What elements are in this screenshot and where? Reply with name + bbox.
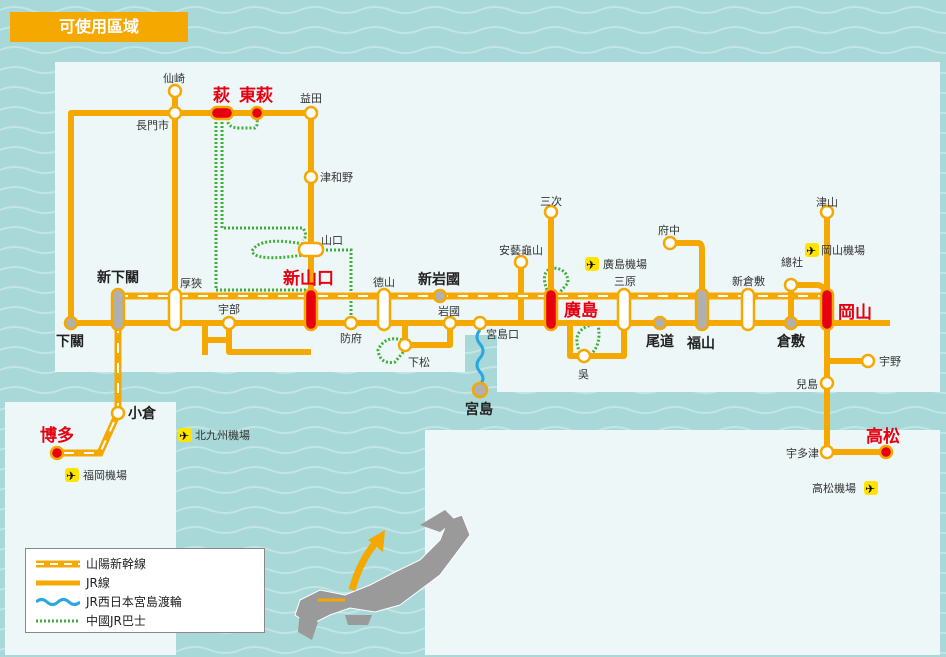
station-label: 津和野 <box>320 171 353 184</box>
station-label: 倉敷 <box>776 333 806 350</box>
station-marker-shin-iwakuni <box>432 288 448 304</box>
station-label: 德山 <box>373 275 395 289</box>
airport-okayama: ✈ 岡山機場 <box>805 243 865 258</box>
airplane-icon: ✈ <box>179 429 189 443</box>
airplane-icon: ✈ <box>806 244 816 258</box>
station-marker-tokuyama <box>376 287 392 332</box>
legend-item-ferry: JR西日本宮島渡輪 <box>36 593 264 610</box>
page-title: 可使用區域 <box>10 12 188 42</box>
station-label: 益田 <box>300 91 322 105</box>
station-label: 山口 <box>321 234 343 247</box>
airplane-icon: ✈ <box>66 469 76 483</box>
airplane-icon: ✈ <box>586 258 596 272</box>
miyajima-ferry-line <box>475 329 485 386</box>
station-label: 東萩 <box>239 85 273 106</box>
station-label: 萩 <box>213 85 230 106</box>
station-label: 宇野 <box>879 355 901 368</box>
station-label: 岡山 <box>838 303 872 323</box>
station-label: 厚狹 <box>180 277 202 290</box>
legend-item-bus: 中國JR巴士 <box>36 612 264 629</box>
station-label: 府中 <box>658 223 680 237</box>
legend: 山陽新幹線 JR線 JR西日本宮島渡輪 中國JR巴士 <box>25 548 265 633</box>
station-label: 三次 <box>540 194 562 208</box>
station-marker-shin-shimonoseki <box>110 287 126 332</box>
airport-takamatsu: 高松機場 ✈ <box>812 481 878 496</box>
station-label: 博多 <box>40 425 74 446</box>
station-label: 總社 <box>781 255 803 269</box>
station-label: 宇部 <box>218 302 240 316</box>
station-label: 三原 <box>614 275 636 288</box>
station-label: 廣島 <box>564 300 598 321</box>
station-label: 新下關 <box>97 269 139 286</box>
station-label: 仙崎 <box>163 71 185 85</box>
legend-item-shinkansen: 山陽新幹線 <box>36 555 264 572</box>
station-label: 福山 <box>686 335 715 352</box>
station-label: 津山 <box>816 196 838 209</box>
svg-text:岡山機場: 岡山機場 <box>821 243 865 257</box>
station-marker-shimonoseki <box>63 315 79 331</box>
station-marker-shin-kurashiki <box>740 287 756 332</box>
airplane-icon: ✈ <box>865 482 875 496</box>
station-label: 小倉 <box>128 405 157 422</box>
station-marker-yamaguchi <box>297 241 325 258</box>
station-label: 宮島 <box>465 401 493 418</box>
station-marker-shin-yamaguchi <box>303 287 319 332</box>
station-label: 宇多津 <box>786 446 819 460</box>
station-label: 防府 <box>340 331 362 345</box>
airport-fukuoka: ✈ 福岡機場 <box>65 468 127 483</box>
shikoku-land <box>425 430 940 655</box>
station-marker-asa <box>167 287 183 332</box>
station-label: 尾道 <box>646 333 674 350</box>
airport-hiroshima: ✈ 廣島機場 <box>585 257 647 272</box>
station-label: 長門市 <box>136 118 169 132</box>
svg-text:北九州機場: 北九州機場 <box>195 428 250 442</box>
station-label: 吳 <box>578 368 589 381</box>
station-label: 岩國 <box>438 304 460 318</box>
station-label: 下關 <box>56 334 84 350</box>
station-label: 宮島口 <box>486 327 519 341</box>
station-label: 兒島 <box>796 377 818 391</box>
svg-text:廣島機場: 廣島機場 <box>603 257 647 271</box>
bus-line-icon <box>36 619 80 622</box>
station-label: 下松 <box>408 355 430 369</box>
station-label: 新岩國 <box>418 271 460 288</box>
ferry-line-icon <box>36 597 80 606</box>
station-label: 新山口 <box>283 268 334 289</box>
shinkansen-line-icon <box>36 560 80 567</box>
station-marker-hagi <box>209 105 235 121</box>
station-marker-okayama <box>819 287 835 332</box>
jr-line-icon <box>36 580 80 585</box>
svg-text:福岡機場: 福岡機場 <box>83 468 127 482</box>
honshu-land <box>55 62 940 392</box>
legend-item-jr: JR線 <box>36 574 264 591</box>
japan-inset-map <box>294 510 471 640</box>
svg-text:高松機場: 高松機場 <box>812 481 856 495</box>
station-marker-mihara <box>616 287 632 332</box>
station-label: 高松 <box>866 426 900 447</box>
land <box>5 62 940 655</box>
station-marker-fukuyama <box>694 287 710 332</box>
station-markers <box>49 83 894 461</box>
airport-kitakyushu: ✈ 北九州機場 <box>178 428 250 443</box>
station-label: 新倉敷 <box>732 274 765 288</box>
station-marker-hiroshima <box>543 287 559 332</box>
station-label: 安藝龜山 <box>499 243 543 257</box>
